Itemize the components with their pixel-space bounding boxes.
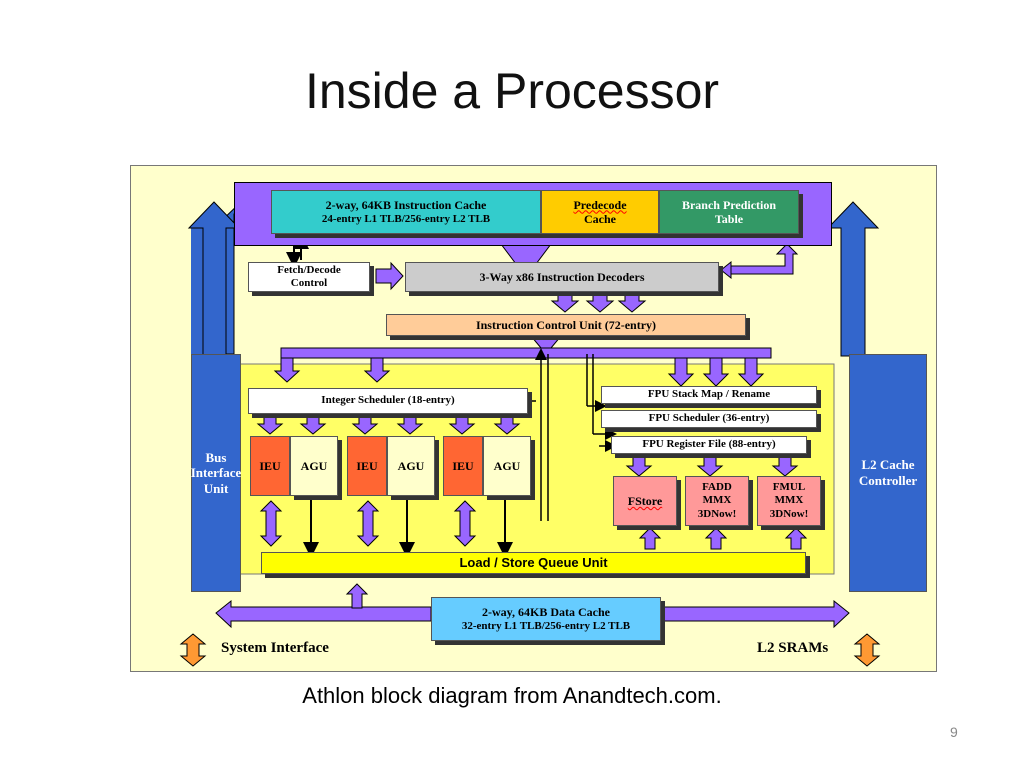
l2-cache-controller: L2 Cache Controller (849, 354, 927, 592)
fpu-stack-map: FPU Stack Map / Rename (601, 386, 817, 404)
biu-line3: Unit (203, 480, 229, 496)
fadd-line2: MMX (702, 494, 732, 507)
fstore-unit: FStore (613, 476, 677, 526)
instruction-cache: 2-way, 64KB Instruction Cache 24-entry L… (271, 190, 541, 234)
ieu-unit-1: IEU (250, 436, 290, 496)
l2-controller-line2: Controller (858, 473, 918, 488)
page-number: 9 (950, 724, 958, 740)
agu-unit-1: AGU (290, 436, 338, 496)
fstore-label: FStore (627, 493, 663, 508)
predecode-cache-line1: Predecode (573, 197, 627, 212)
data-cache-line1: 2-way, 64KB Data Cache (482, 605, 610, 620)
data-cache: 2-way, 64KB Data Cache 32-entry L1 TLB/2… (431, 597, 661, 641)
biu-line2: Interface (190, 465, 242, 481)
fetch-decode-line2: Control (290, 277, 328, 289)
fadd-line1: FADD (702, 481, 732, 494)
fpu-register-file: FPU Register File (88-entry) (611, 436, 807, 454)
fmul-line1: FMUL (772, 481, 806, 494)
agu-unit-2: AGU (387, 436, 435, 496)
fadd-line3: 3DNow! (697, 507, 737, 520)
instruction-control-unit: Instruction Control Unit (72-entry) (386, 314, 746, 336)
instruction-cache-line1: 2-way, 64KB Instruction Cache (325, 198, 487, 213)
bus-interface-unit: Bus Interface Unit (191, 354, 241, 592)
biu-line1: Bus (205, 449, 227, 465)
branch-prediction-line1: Branch Prediction (681, 197, 777, 212)
instruction-cache-line2: 24-entry L1 TLB/256-entry L2 TLB (321, 212, 491, 225)
fmul-line2: MMX (774, 494, 804, 507)
fetch-decode-control: Fetch/Decode Control (248, 262, 370, 292)
instruction-decoders: 3-Way x86 Instruction Decoders (405, 262, 719, 292)
agu-unit-3: AGU (483, 436, 531, 496)
l2-srams-label: L2 SRAMs (757, 640, 829, 656)
fmul-line3: 3DNow! (769, 507, 809, 520)
load-store-queue: Load / Store Queue Unit (261, 552, 806, 574)
diagram-caption: Athlon block diagram from Anandtech.com. (302, 683, 722, 708)
fpu-scheduler: FPU Scheduler (36-entry) (601, 410, 817, 428)
data-cache-line2: 32-entry L1 TLB/256-entry L2 TLB (461, 619, 631, 632)
branch-prediction-table: Branch Prediction Table (659, 190, 799, 234)
integer-scheduler: Integer Scheduler (18-entry) (248, 388, 528, 414)
slide-title: Inside a Processor (304, 63, 720, 119)
predecode-cache-line2: Cache (584, 212, 616, 226)
l2-controller-line1: L2 Cache (861, 457, 915, 473)
system-interface-label: System Interface (221, 640, 329, 656)
fadd-unit: FADD MMX 3DNow! (685, 476, 749, 526)
ieu-unit-2: IEU (347, 436, 387, 496)
athlon-block-diagram: 2-way, 64KB Instruction Cache 24-entry L… (130, 165, 937, 672)
fmul-unit: FMUL MMX 3DNow! (757, 476, 821, 526)
fetch-decode-line1: Fetch/Decode (277, 263, 341, 276)
branch-prediction-line2: Table (714, 212, 744, 226)
ieu-unit-3: IEU (443, 436, 483, 496)
predecode-cache: Predecode Cache (541, 190, 659, 234)
